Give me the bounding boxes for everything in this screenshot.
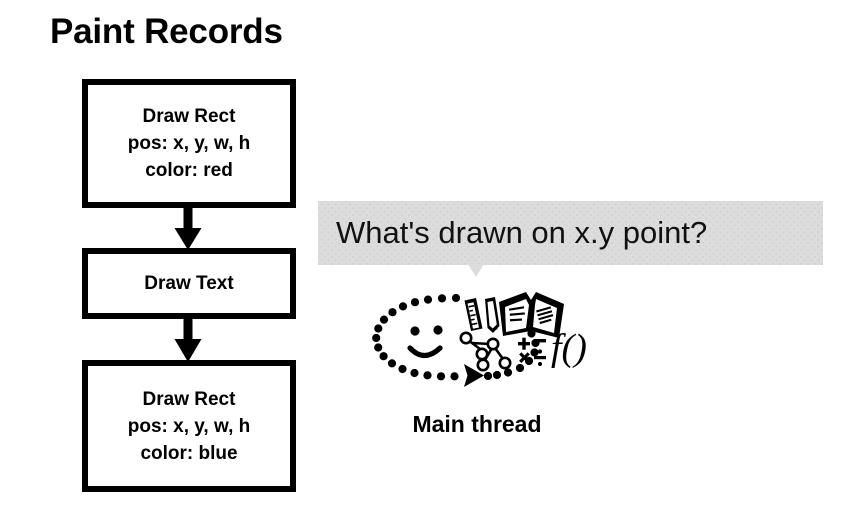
arrow-box1-to-box2-icon bbox=[172, 206, 204, 250]
question-speech-bubble: What's drawn on x.y point? bbox=[318, 201, 823, 265]
main-thread-illustration: f() bbox=[368, 286, 586, 398]
record-line-operation: Draw Text bbox=[144, 273, 234, 294]
main-thread-label: Main thread bbox=[412, 411, 542, 437]
math-operators-icon bbox=[518, 337, 546, 367]
page-title: Paint Records bbox=[50, 12, 283, 51]
record-line-position: pos: x, y, w, h bbox=[127, 133, 251, 154]
record-line-position: pos: x, y, w, h bbox=[127, 415, 251, 437]
paint-record-box-draw-rect-blue: Draw Rect pos: x, y, w, h color: blue bbox=[82, 360, 296, 492]
open-book-icon bbox=[499, 292, 564, 338]
question-text: What's drawn on x.y point? bbox=[336, 215, 708, 250]
record-line-operation: Draw Rect bbox=[142, 388, 236, 410]
speech-bubble-tail-icon bbox=[468, 264, 484, 277]
ruler-icon bbox=[464, 298, 483, 331]
svg-text:f(): f() bbox=[551, 327, 586, 369]
paint-record-box-draw-rect-red: Draw Rect pos: x, y, w, h color: red bbox=[82, 79, 296, 208]
record-line-operation: Draw Rect bbox=[142, 106, 236, 127]
dotted-loop-arrow-icon bbox=[372, 293, 540, 387]
node-tree-icon bbox=[459, 331, 512, 372]
arrow-box2-to-box3-icon bbox=[172, 317, 204, 362]
smiley-face-icon bbox=[407, 325, 443, 359]
record-line-color: color: red bbox=[145, 160, 233, 181]
paint-record-box-draw-text: Draw Text bbox=[82, 248, 296, 319]
function-notation-icon: f() bbox=[551, 327, 586, 369]
pencil-icon bbox=[485, 297, 500, 333]
record-line-color: color: blue bbox=[140, 442, 238, 464]
